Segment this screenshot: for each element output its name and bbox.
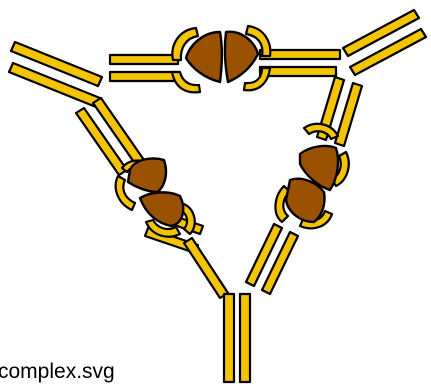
antigen-top-right-lobe — [225, 32, 258, 82]
antibody-left-stem-hinge — [184, 238, 228, 298]
antigen-right-lower-lobe — [286, 179, 325, 222]
antibody-bottom-stem — [224, 294, 250, 382]
antibody-top-left-fab-lower — [110, 72, 178, 81]
antibody-top-right-fab-upper — [260, 50, 340, 59]
antibody-top-left-fab-upper — [110, 55, 178, 64]
antibody-top-right-fab-lower — [260, 67, 336, 76]
stem-right-chain — [240, 294, 250, 382]
antibody-top-left-binding-cup-lower — [172, 72, 200, 92]
antigen-top-left-lobe — [186, 32, 222, 82]
antigen-right — [286, 146, 338, 222]
antigen-left-upper-lobe — [128, 158, 166, 192]
antibody-top-right-binding-cup-lower — [244, 68, 270, 90]
stem-left-chain — [224, 294, 234, 382]
antibody-top-right-light-chain — [350, 29, 426, 75]
antigen-left — [128, 158, 183, 226]
antibody-top-right-heavy-chain — [343, 10, 419, 56]
file-name-caption: complex.svg — [0, 360, 115, 384]
antigen-top — [186, 32, 258, 82]
